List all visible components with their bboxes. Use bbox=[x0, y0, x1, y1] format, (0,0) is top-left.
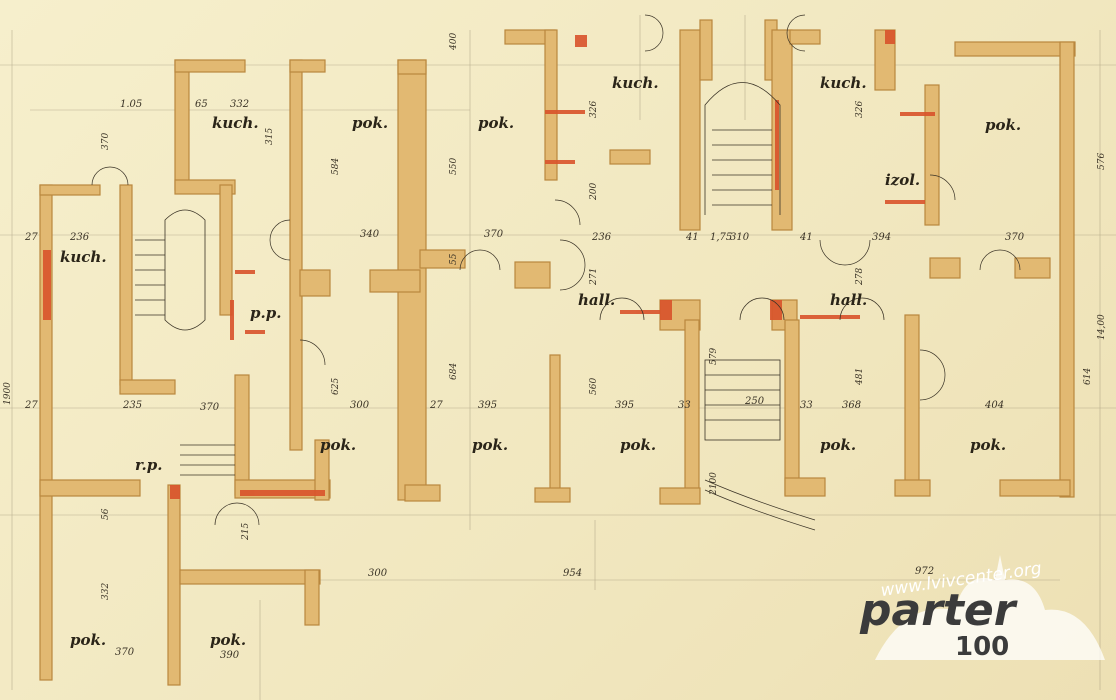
dim-200: 200 bbox=[589, 183, 599, 201]
room-label-pok-4: pok. bbox=[320, 436, 356, 454]
logo-number: 100 bbox=[955, 632, 1009, 662]
dim-300-a: 300 bbox=[350, 400, 370, 411]
dim-300-b: 300 bbox=[368, 568, 388, 579]
partition-walls bbox=[43, 30, 935, 499]
room-label-pok-7: pok. bbox=[820, 436, 856, 454]
logo-word: parter bbox=[859, 585, 1018, 636]
dim-395-a: 395 bbox=[478, 400, 497, 411]
dim-370-right: 370 bbox=[1005, 232, 1025, 243]
dim-370-mid: 370 bbox=[484, 229, 504, 240]
dim-215: 215 bbox=[241, 523, 251, 541]
dim-326-b: 326 bbox=[855, 101, 865, 118]
dim-332: 332 bbox=[230, 99, 249, 110]
door-swings bbox=[91, 14, 1021, 531]
dim-278: 278 bbox=[855, 268, 865, 286]
dim-370-b: 370 bbox=[200, 402, 220, 413]
dim-41-a: 41 bbox=[685, 232, 699, 243]
room-label-kuch-4: kuch. bbox=[820, 74, 867, 92]
dim-27-b: 27 bbox=[24, 400, 38, 411]
dim-584: 584 bbox=[331, 158, 341, 175]
dim-56: 56 bbox=[101, 508, 111, 520]
dim-576: 576 bbox=[1097, 153, 1107, 170]
dim-625: 625 bbox=[331, 378, 341, 395]
dim-394: 394 bbox=[872, 232, 891, 243]
room-label-kuch-3: kuch. bbox=[612, 74, 659, 92]
dim-370-bottom: 370 bbox=[115, 647, 135, 658]
dim-310: 310 bbox=[730, 232, 750, 243]
dim-236-mid: 236 bbox=[591, 232, 612, 243]
dim-315: 315 bbox=[265, 128, 275, 145]
dim-33-a: 33 bbox=[678, 400, 691, 411]
dim-614: 614 bbox=[1083, 368, 1093, 385]
dim-27-a: 27 bbox=[24, 232, 38, 243]
dim-972: 972 bbox=[915, 566, 934, 577]
dim-55: 55 bbox=[449, 253, 459, 265]
room-label-hall-1: hall. bbox=[578, 291, 615, 309]
dim-340: 340 bbox=[360, 229, 380, 240]
dim-2100: 2100 bbox=[709, 472, 719, 496]
dim-235: 235 bbox=[122, 400, 142, 411]
church-silhouette bbox=[875, 555, 1105, 660]
stairs bbox=[135, 82, 781, 476]
room-label-kuch-1: kuch. bbox=[212, 114, 259, 132]
dim-481: 481 bbox=[855, 368, 865, 386]
dim-271: 271 bbox=[589, 268, 599, 286]
watermark: www.lvivcenter.org parter 100 bbox=[859, 555, 1105, 662]
grid-lines bbox=[0, 15, 1116, 700]
dim-368: 368 bbox=[842, 400, 861, 411]
dim-370-v: 370 bbox=[101, 133, 111, 150]
dim-236-left: 236 bbox=[69, 232, 90, 243]
dim-579: 579 bbox=[709, 348, 719, 365]
dim-404: 404 bbox=[984, 400, 1004, 411]
dim-326-a: 326 bbox=[589, 101, 599, 118]
room-labels: kuch. kuch. kuch. kuch. pok. pok. pok. p… bbox=[60, 74, 1021, 649]
dim-27-c: 27 bbox=[429, 400, 443, 411]
dim-41-b: 41 bbox=[799, 232, 813, 243]
dim-400: 400 bbox=[449, 33, 459, 51]
room-label-pok-9: pok. bbox=[70, 631, 106, 649]
dim-395-b: 395 bbox=[615, 400, 634, 411]
room-label-pok-10: pok. bbox=[210, 631, 246, 649]
dimension-labels: 1.05 65 332 236 27 340 370 236 41 1,75 3… bbox=[3, 33, 1107, 661]
dim-1900: 1900 bbox=[3, 382, 13, 405]
room-label-izol: izol. bbox=[885, 171, 920, 189]
dim-105: 1.05 bbox=[120, 99, 142, 110]
room-label-kuch-2: kuch. bbox=[60, 248, 107, 266]
room-label-pp: p.p. bbox=[250, 304, 281, 322]
room-label-hall-2: hall. bbox=[830, 291, 867, 309]
dim-550: 550 bbox=[449, 158, 459, 175]
dim-175: 1,75 bbox=[710, 232, 732, 243]
dim-390: 390 bbox=[220, 650, 240, 661]
room-label-pok-3: pok. bbox=[985, 116, 1021, 134]
room-label-pok-2: pok. bbox=[478, 114, 514, 132]
dim-250: 250 bbox=[744, 396, 765, 407]
dim-560: 560 bbox=[589, 378, 599, 395]
room-label-rp: r.p. bbox=[135, 456, 162, 474]
dim-684: 684 bbox=[449, 363, 459, 380]
room-label-pok-1: pok. bbox=[352, 114, 388, 132]
dim-1400: 14,00 bbox=[1097, 314, 1107, 340]
dim-332-b: 332 bbox=[101, 583, 111, 600]
dim-33-b: 33 bbox=[800, 400, 813, 411]
dim-954: 954 bbox=[563, 568, 582, 579]
room-label-pok-5: pok. bbox=[472, 436, 508, 454]
room-label-pok-8: pok. bbox=[970, 436, 1006, 454]
room-label-pok-6: pok. bbox=[620, 436, 656, 454]
dim-65: 65 bbox=[195, 99, 208, 110]
